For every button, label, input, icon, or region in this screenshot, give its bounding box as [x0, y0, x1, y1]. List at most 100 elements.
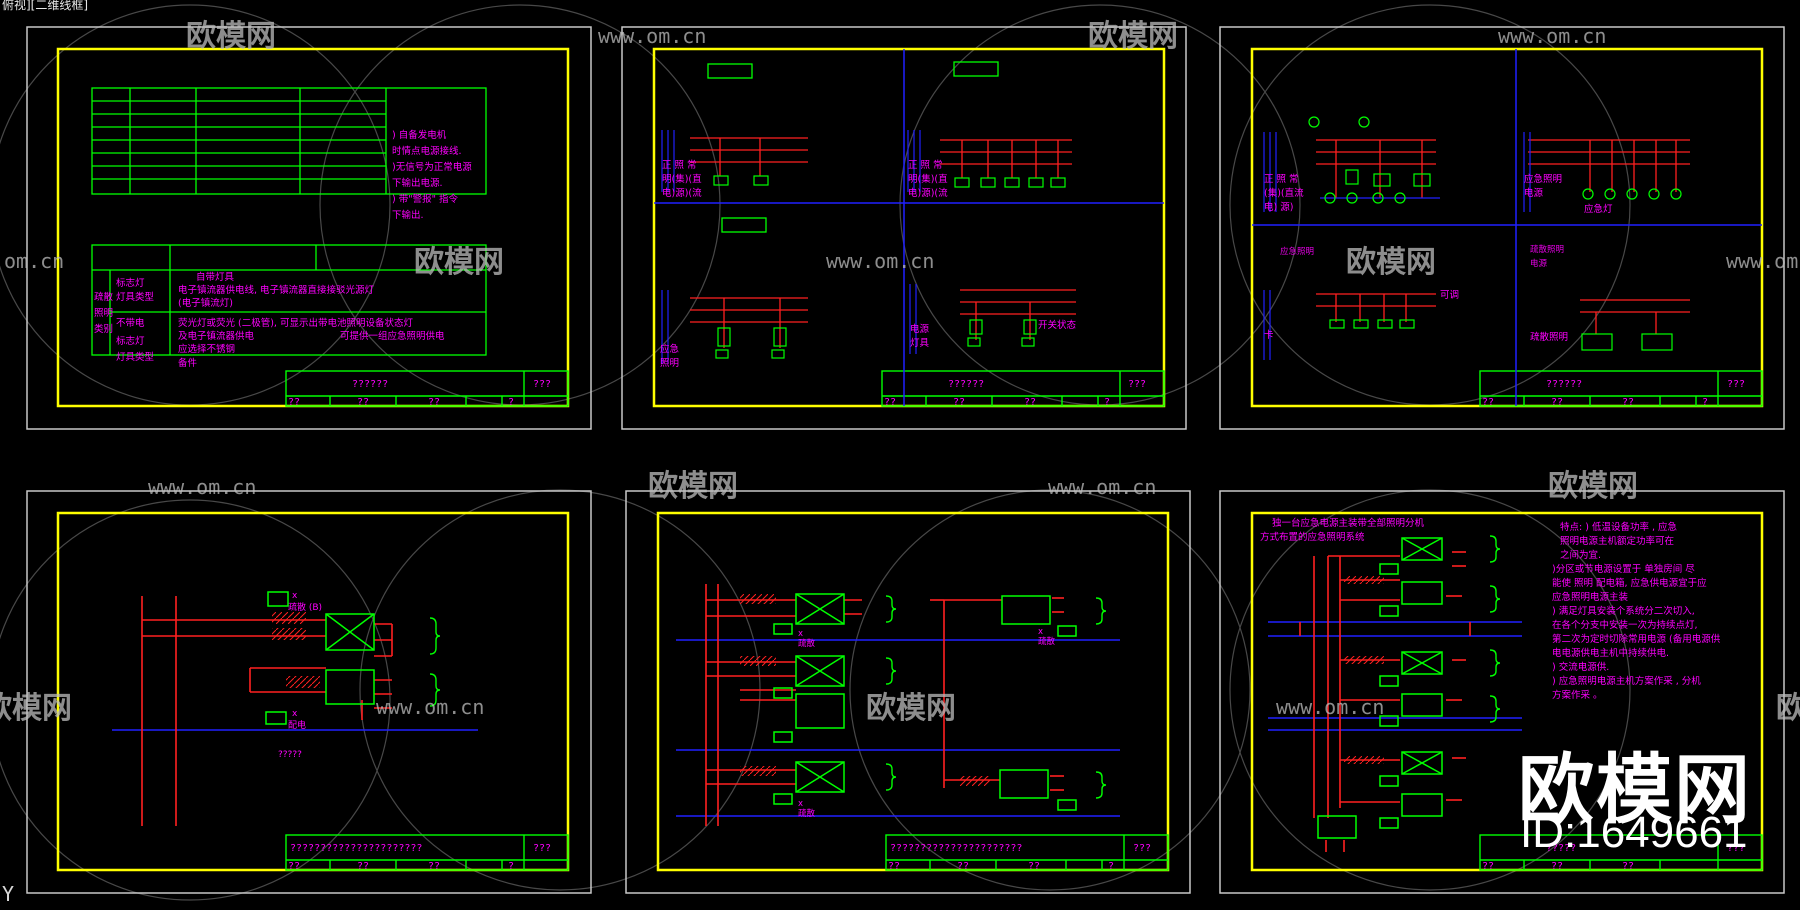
- watermark-brand-partial: 欧模网: [0, 691, 72, 726]
- sheet6-note: ) 交流电源供.: [1552, 661, 1609, 673]
- sheet1-note: )无信号为正常电源: [392, 161, 472, 173]
- sheet6-note: )分区或节电源设置于 单独房间 尽: [1552, 563, 1695, 575]
- sheet1-schedule-table: [91, 87, 487, 195]
- watermark-circles: [0, 4, 1631, 901]
- sheet1-legend-cell: 及电子镇流器供电: [178, 330, 255, 342]
- watermark-url: www.om.cn: [1276, 695, 1384, 719]
- watermark-brand: 欧模网: [186, 19, 276, 54]
- sheet2-label: 明(集)(直: [908, 173, 948, 185]
- sheet5-small-label: x: [798, 629, 803, 639]
- sheet3-cell: ??: [1551, 397, 1563, 408]
- sheet1-legend-cell: 灯具类型: [116, 351, 155, 363]
- sheet6-cell: ??: [1551, 861, 1563, 872]
- sheet5-small-label: x: [798, 799, 803, 809]
- sheet2-label: 正 照 常: [662, 159, 697, 171]
- sheet6-schematic: [1268, 535, 1522, 852]
- sheet6-header-text: 方式布置的应急照明系统: [1260, 531, 1365, 543]
- sheet1-legend-cell: (电子镇流灯): [178, 297, 233, 309]
- watermark-url: www.om.cn: [1048, 475, 1156, 499]
- sheet6-note: 第二次为定时切除常用电源 (备用电源供: [1552, 633, 1721, 645]
- sheet4-small-label: 疏散 (B): [288, 601, 322, 613]
- sheet5-small-label: x: [1038, 627, 1043, 637]
- sheet2-cell: ?: [1104, 397, 1110, 408]
- sheet6-code: ???: [1727, 843, 1745, 854]
- sheet5-small-label: 疏散: [1038, 636, 1056, 647]
- watermark-brand: 欧模网: [648, 469, 738, 504]
- sheet1-legend-cell: 照明: [94, 308, 113, 319]
- sheet1-code: ???: [533, 379, 551, 390]
- sheet1-title: ??????: [352, 379, 388, 390]
- watermark-url: www.om.cn: [598, 24, 706, 48]
- sheet3-label: 电) 源): [1264, 201, 1293, 213]
- sheet2-label: 应急: [660, 343, 680, 355]
- sheet6-note: ) 应急照明电源主机方案作采 , 分机: [1552, 675, 1701, 687]
- sheet4-cell: ??: [288, 861, 300, 872]
- sheet1-cell: ??: [357, 397, 369, 408]
- sheet2-label: 正 照 常: [908, 159, 943, 171]
- sheet5-cell: ??: [888, 861, 900, 872]
- watermark-url: www.om.cn: [826, 249, 934, 273]
- sheet1-legend-cell: 疏散: [94, 291, 114, 303]
- sheet2-title: ??????: [948, 379, 984, 390]
- sheet1-legend-cell: 不带电: [116, 317, 145, 329]
- watermark-url: www.om.cn: [148, 475, 256, 499]
- sheet1-legend-table: [91, 244, 487, 356]
- sheet1-note: 下输出电源.: [392, 177, 443, 189]
- sheet5-title: ??????????????????????: [890, 843, 1022, 854]
- sheet3-label: 可调: [1440, 290, 1459, 301]
- sheet4-caption: ?????: [278, 750, 302, 760]
- sheet3-cell: ??: [1622, 397, 1634, 408]
- sheet1-legend-cell: 自带灯具: [196, 271, 235, 283]
- sheet1-legend-cell: 荧光灯或荧光 (二极管), 可显示出带电池照明设备状态灯: [178, 317, 413, 329]
- sheet3-note-text: 疏散照明: [1530, 244, 1564, 255]
- sheet6-note: 应急照明电源主装: [1552, 591, 1629, 603]
- sheet1-legend-cell: 应选择不锈钢: [178, 343, 235, 355]
- sheet1-legend-cell: 类别: [94, 323, 113, 335]
- sheet4-small-label: x: [292, 709, 298, 719]
- sheet5-schematic: [676, 584, 1120, 826]
- sheet5-cell: ??: [1028, 861, 1040, 872]
- watermark-url-partial: om.cn: [4, 249, 64, 273]
- sheet3-title: ??????: [1546, 379, 1582, 390]
- sheet6-header-text: 独一台应急电源主装带全部照明分机: [1272, 517, 1425, 529]
- sheet1-note: 下输出.: [392, 209, 424, 221]
- watermark-brand-partial: 欧模网: [1776, 691, 1800, 726]
- sheet1-note: 时情点电源接线.: [392, 145, 462, 157]
- sheet1-cell: ?: [508, 397, 514, 408]
- sheet6-note: 照明电源主机额定功率可在: [1560, 535, 1674, 547]
- sheet5-cell: ??: [957, 861, 969, 872]
- sheet4-small-label: x: [292, 591, 298, 601]
- sheet6-note: 方案作采 。: [1552, 689, 1603, 701]
- watermark-brand: 欧模网: [1088, 19, 1178, 54]
- sheet1-cell: ??: [428, 397, 440, 408]
- sheet1-legend-cell: 备件: [178, 357, 198, 369]
- sheet1-legend-cell: 标志灯: [116, 335, 145, 347]
- sheet2-cell: ??: [953, 397, 965, 408]
- sheet4-title: ??????????????????????: [290, 843, 422, 854]
- sheet3-schematic: [1252, 49, 1762, 406]
- watermark-brand: 欧模网: [414, 245, 504, 280]
- sheet1-legend-cell: 电子镇流器供电线, 电子镇流器直接接驳光源灯: [178, 284, 375, 296]
- sheet1-cell: ??: [288, 397, 300, 408]
- sheet2-label: 开关状态: [1038, 319, 1077, 331]
- sheet2-schematic: [654, 49, 1164, 406]
- sheet3-label: 应急照明: [1524, 173, 1562, 185]
- sheet2-code: ???: [1128, 379, 1146, 390]
- sheet2-cell: ??: [1024, 397, 1036, 408]
- sheet3-label: 电源: [1524, 187, 1544, 199]
- watermark-brand: 欧模网: [866, 691, 956, 726]
- watermark-url: www.om.cn: [1498, 24, 1606, 48]
- sheet1-note: ) 自备发电机: [392, 129, 447, 141]
- sheet2-label: 电)源)(流: [662, 187, 702, 199]
- sheet3-cell: ?: [1702, 397, 1708, 408]
- sheet3-label: 正 照 常: [1264, 173, 1299, 185]
- sheet2-label: 灯具: [910, 338, 930, 349]
- sheet3-label: 应急灯: [1584, 203, 1613, 215]
- sheet6-note: 电电源供电主机中持续供电.: [1552, 647, 1669, 659]
- sheet4-cell: ?: [508, 861, 514, 872]
- watermark-big-brand: 欧模网: [1518, 745, 1752, 834]
- sheet4-code: ???: [533, 843, 551, 854]
- sheet6-note: 能使 照明 配电箱, 应急供电源宜于应: [1552, 577, 1707, 589]
- sheet1-legend-cell: 灯具类型: [116, 291, 155, 303]
